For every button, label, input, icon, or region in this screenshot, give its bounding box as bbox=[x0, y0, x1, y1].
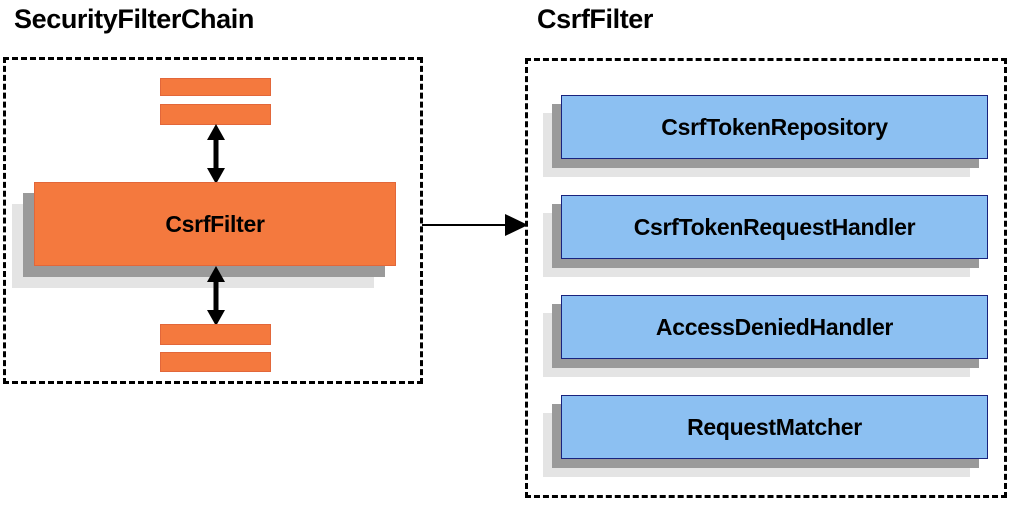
double-arrow-below-csrffilter bbox=[207, 266, 225, 326]
filter-stub-bottom-1 bbox=[160, 324, 271, 345]
node-face: AccessDeniedHandler bbox=[561, 295, 988, 359]
filter-stub-top-1 bbox=[160, 78, 271, 96]
node-face: CsrfTokenRepository bbox=[561, 95, 988, 159]
node-label: RequestMatcher bbox=[687, 413, 862, 440]
node-label: CsrfTokenRequestHandler bbox=[633, 213, 916, 240]
node-csrftokenrepository[interactable]: CsrfTokenRepository bbox=[543, 95, 988, 177]
csrffilter-collaborators-container bbox=[525, 58, 1007, 498]
node-face: CsrfTokenRequestHandler bbox=[561, 195, 988, 259]
securityfilterchain-container bbox=[3, 57, 423, 384]
node-csrftokenrequesthandler[interactable]: CsrfTokenRequestHandler bbox=[543, 195, 988, 277]
node-label: CsrfFilter bbox=[165, 210, 265, 237]
right-panel-title: CsrfFilter bbox=[537, 4, 654, 34]
node-face: CsrfFilter bbox=[34, 182, 396, 266]
node-label: CsrfTokenRepository bbox=[661, 113, 888, 140]
node-csrffilter[interactable]: CsrfFilter bbox=[12, 182, 396, 288]
double-arrow-above-csrffilter bbox=[207, 124, 225, 184]
node-accessdeniedhandler[interactable]: AccessDeniedHandler bbox=[543, 295, 988, 377]
filter-stub-bottom-2 bbox=[160, 352, 271, 372]
csrffilter-detail-arrow bbox=[422, 214, 528, 236]
left-panel-title: SecurityFilterChain bbox=[14, 4, 254, 34]
node-requestmatcher[interactable]: RequestMatcher bbox=[543, 395, 988, 477]
filter-stub-top-2 bbox=[160, 104, 271, 125]
node-face: RequestMatcher bbox=[561, 395, 988, 459]
node-label: AccessDeniedHandler bbox=[655, 313, 894, 340]
